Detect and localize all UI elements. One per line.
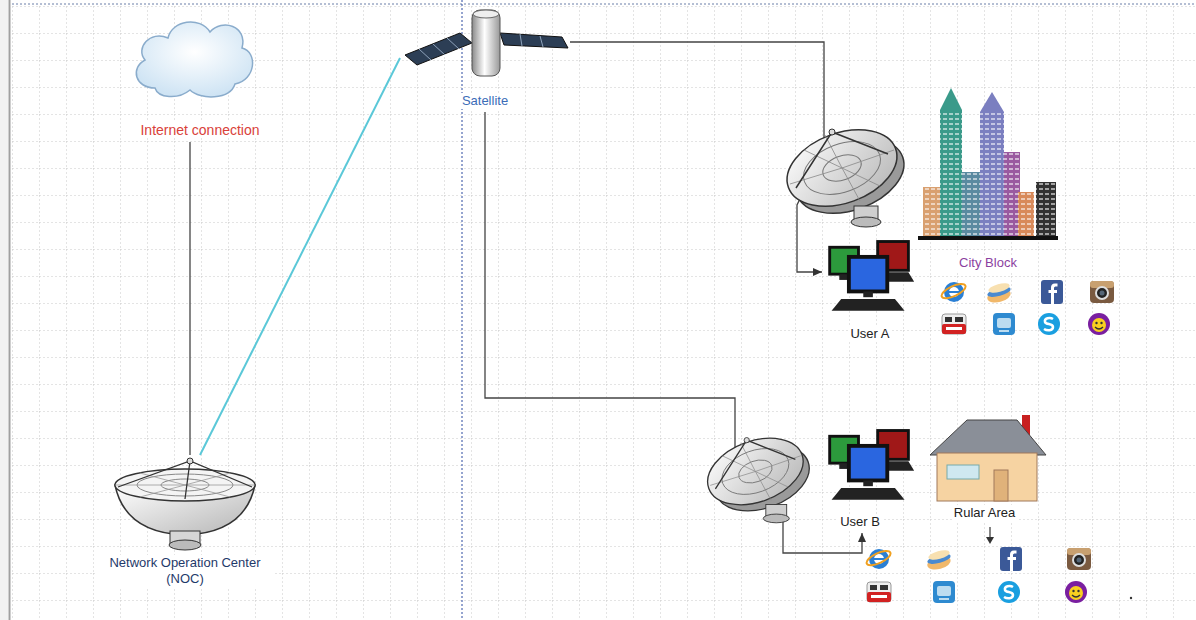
cloud-node: Internet connection xyxy=(125,5,275,142)
connector xyxy=(570,42,824,272)
satellite xyxy=(405,33,472,65)
rural-arrow xyxy=(989,527,990,538)
connector xyxy=(189,142,190,455)
city-buildings xyxy=(1018,192,1034,237)
satellite xyxy=(473,10,499,18)
rural-app-icons xyxy=(926,548,952,572)
city-buildings xyxy=(940,110,962,237)
city-app-icons xyxy=(993,313,1015,335)
city-buildings xyxy=(980,112,1004,237)
city-buildings xyxy=(980,92,1004,112)
city-buildings xyxy=(962,172,980,237)
rural-app-icons xyxy=(933,581,955,603)
rural-arrow xyxy=(986,537,994,544)
rural-app-icons xyxy=(1000,547,1022,571)
node-label: User B xyxy=(838,514,882,530)
city-buildings xyxy=(923,187,941,237)
node-label: Internet connection xyxy=(138,122,261,138)
node-label: Network Operation Center (NOC) xyxy=(95,555,275,587)
rural-app-icons xyxy=(1065,581,1087,603)
house xyxy=(930,420,1046,455)
city-buildings xyxy=(1036,182,1056,237)
city-app-icons xyxy=(942,314,966,334)
house xyxy=(994,470,1008,501)
rural-app-icons xyxy=(1130,597,1132,599)
city-app-icons xyxy=(1038,313,1060,335)
rural-app-icons xyxy=(998,581,1020,603)
city-app-icons xyxy=(1041,280,1063,304)
user-node: User A xyxy=(822,238,918,345)
house xyxy=(937,453,1037,501)
house xyxy=(947,465,979,479)
grid xyxy=(12,6,1196,620)
cloud xyxy=(136,22,252,97)
house xyxy=(930,415,1046,501)
city-buildings xyxy=(923,187,941,237)
rural-app-icons xyxy=(867,582,891,602)
city-buildings xyxy=(1004,152,1020,237)
connector xyxy=(200,58,400,455)
left-strip xyxy=(0,0,8,620)
city-app-icons xyxy=(940,281,968,302)
city-buildings xyxy=(1004,152,1020,237)
left-border xyxy=(9,0,11,620)
satellite xyxy=(520,34,543,47)
city-buildings xyxy=(980,112,1004,237)
city-app-icons xyxy=(1088,313,1110,335)
city-buildings xyxy=(918,236,1058,240)
node-label: Satellite xyxy=(460,93,510,109)
city-node: City Block xyxy=(918,82,1058,274)
city-buildings xyxy=(962,172,980,237)
city-buildings xyxy=(1018,192,1034,237)
user-node: User B xyxy=(815,428,905,533)
city-app-icons xyxy=(940,280,1114,335)
rural-app-icons xyxy=(1067,548,1091,570)
satellite xyxy=(405,10,568,76)
city-dish xyxy=(776,116,914,227)
city-buildings xyxy=(940,110,962,237)
rural-app-icons xyxy=(865,547,1133,603)
node-label: Rular Area xyxy=(952,505,1017,521)
city-app-icons xyxy=(1090,281,1114,303)
rural-arrow xyxy=(986,527,994,544)
user-a-computers xyxy=(830,242,914,311)
satellite xyxy=(419,38,459,60)
area-node: Rular Area xyxy=(922,415,1047,524)
satellite-node: Satellite xyxy=(400,5,570,112)
satellite xyxy=(472,10,500,76)
node-label: User A xyxy=(848,326,891,342)
city-app-icons xyxy=(986,281,1012,305)
city-buildings xyxy=(1036,182,1056,237)
cloud xyxy=(136,22,252,97)
noc-node: Network Operation Center (NOC) xyxy=(95,455,275,590)
node-label: City Block xyxy=(957,255,1019,271)
city-buildings xyxy=(918,88,1058,240)
user-b-computers xyxy=(830,431,914,500)
top-dotted-line xyxy=(12,4,1196,5)
noc-dish xyxy=(115,458,255,550)
city-buildings xyxy=(940,88,962,110)
rural-dish xyxy=(698,426,818,523)
satellite xyxy=(500,33,568,48)
rural-app-icons xyxy=(865,548,893,569)
